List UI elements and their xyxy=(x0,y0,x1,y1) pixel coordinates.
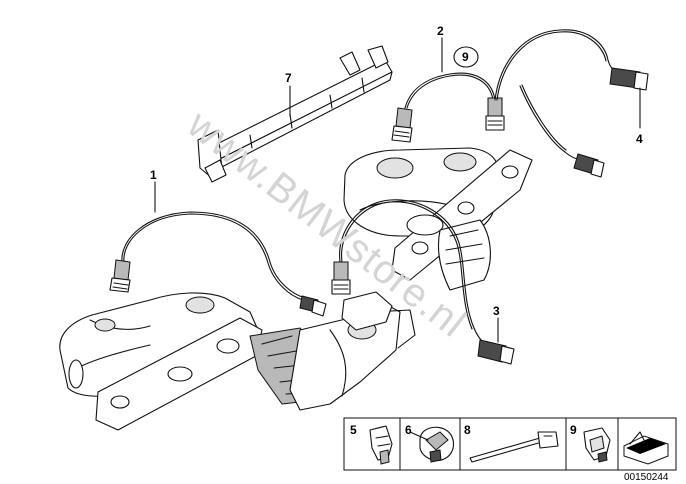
cable-tie-icon xyxy=(469,431,559,463)
oxygen-sensor-4 xyxy=(494,29,649,178)
orientation-arrow-icon xyxy=(623,431,669,465)
callout-7: 7 xyxy=(285,71,292,85)
document-number: 00150244 xyxy=(624,472,669,483)
callout-9: 9 xyxy=(462,50,469,64)
grommet-icon xyxy=(583,427,611,463)
callout-9-circle xyxy=(453,46,479,68)
oxygen-sensor-1 xyxy=(109,211,327,317)
legend-box: 5 6 8 9 xyxy=(343,417,677,471)
front-exhaust-manifold xyxy=(59,291,416,431)
rear-exhaust-manifold xyxy=(343,147,533,291)
clip-icon xyxy=(369,425,393,465)
legend-6-label: 6 xyxy=(405,423,412,437)
legend-9-label: 9 xyxy=(570,423,577,437)
oxygen-sensor-2 xyxy=(391,72,505,143)
callout-4: 4 xyxy=(636,132,643,146)
legend-5-label: 5 xyxy=(350,423,357,437)
callout-leaders xyxy=(154,37,641,343)
callout-3: 3 xyxy=(493,304,500,318)
legend-8-label: 8 xyxy=(464,423,471,437)
oxygen-sensor-3 xyxy=(331,199,515,365)
callout-2: 2 xyxy=(437,24,444,38)
sensor-wire-bracket xyxy=(197,45,393,183)
cable-holder-icon xyxy=(409,426,455,463)
callout-1: 1 xyxy=(150,168,157,182)
